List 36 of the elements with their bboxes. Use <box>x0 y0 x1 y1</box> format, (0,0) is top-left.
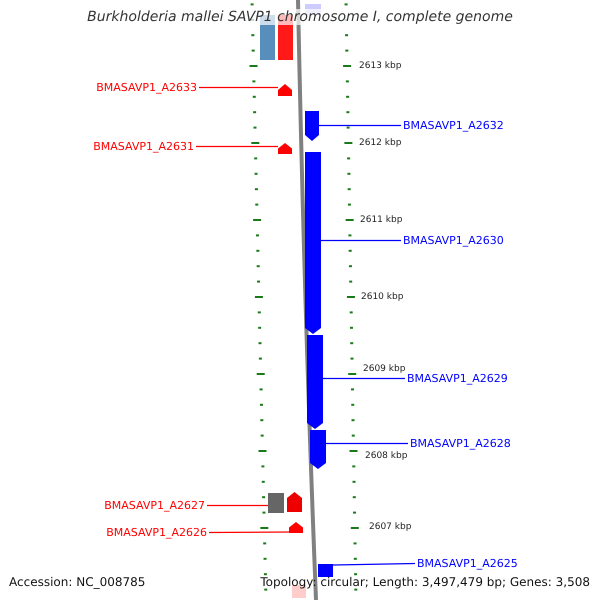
leader-line <box>199 86 278 88</box>
scale-label: 2607 kbp <box>369 522 412 533</box>
gene-feature <box>278 84 292 96</box>
gene-label: BMASAVP1_A2626 <box>106 526 207 539</box>
gene-feature <box>278 143 292 154</box>
gene-label: BMASAVP1_A2630 <box>403 234 504 247</box>
leader-line <box>326 442 408 444</box>
gene-label: BMASAVP1_A2633 <box>96 81 197 94</box>
leader-line <box>321 240 401 242</box>
gene-feature <box>310 430 326 469</box>
gene-feature <box>289 522 303 533</box>
gene-label: BMASAVP1_A2625 <box>417 557 518 570</box>
scale-label: 2608 kbp <box>365 451 408 462</box>
accession-label: Accession: NC_008785 <box>9 575 146 589</box>
leader-line <box>323 378 405 380</box>
gene-feature <box>305 111 319 141</box>
gene-block <box>268 493 284 513</box>
scale-label: 2609 kbp <box>363 364 406 375</box>
gene-label: BMASAVP1_A2629 <box>407 372 508 385</box>
genome-info-label: Topology: circular; Length: 3,497,479 bp; Genes: 3,508 <box>260 575 590 589</box>
leader-line <box>332 562 416 566</box>
title: Burkholderia mallei SAVP1 chromosome I, complete genome <box>87 9 513 25</box>
gene-label: BMASAVP1_A2627 <box>104 499 205 512</box>
leader-line <box>319 124 401 126</box>
gene-label: BMASAVP1_A2632 <box>403 119 504 132</box>
leader-line <box>196 146 278 148</box>
gene-label: BMASAVP1_A2631 <box>93 140 194 153</box>
scale-label: 2611 kbp <box>360 215 402 226</box>
leader-line <box>207 504 268 506</box>
gene-feature <box>305 152 321 334</box>
gene-label: BMASAVP1_A2628 <box>410 437 511 450</box>
scale-label: 2613 kbp <box>359 61 402 72</box>
scale-label: 2610 kbp <box>361 292 404 303</box>
leader-line <box>209 531 289 534</box>
gene-feature <box>318 564 333 577</box>
scale-label: 2612 kbp <box>359 138 402 149</box>
